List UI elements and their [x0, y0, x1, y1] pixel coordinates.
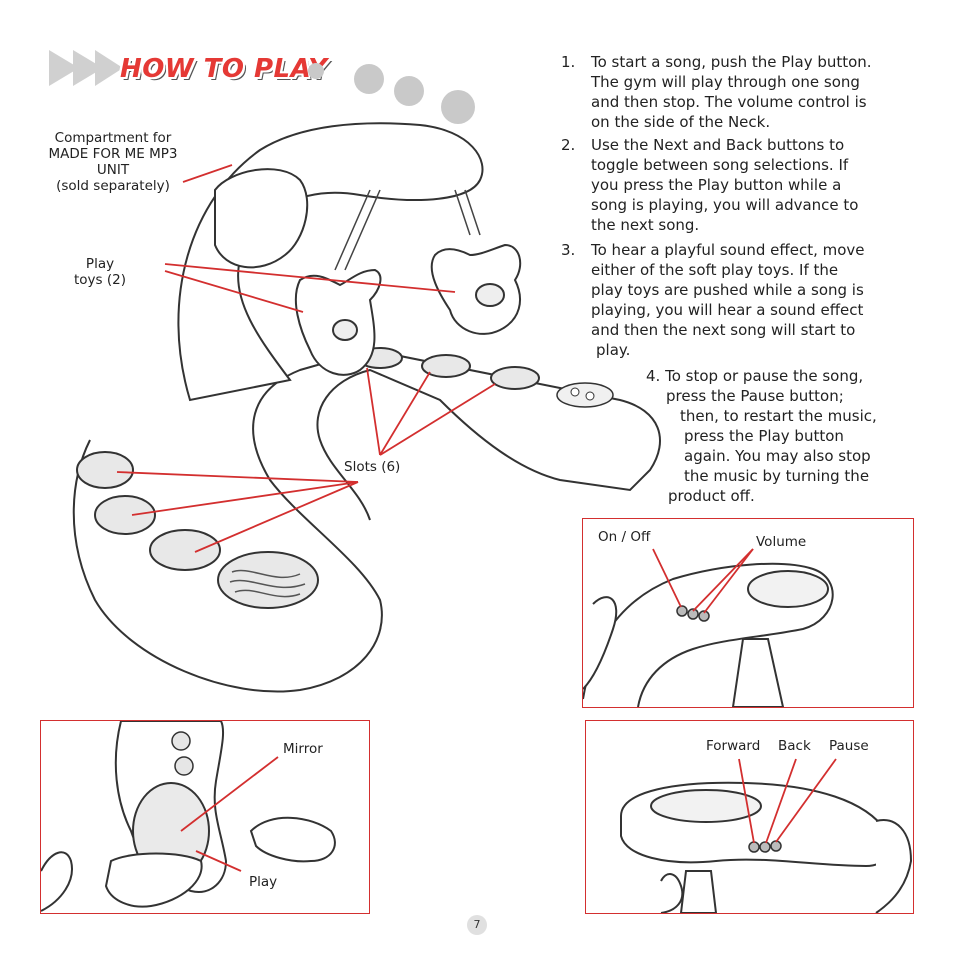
instruction-4: 4. To stop or pause the song, press the … — [646, 367, 877, 505]
arrow-icon — [49, 50, 123, 86]
detail-box-mirror-play: Mirror Play — [40, 720, 370, 914]
play-gym-illustration — [72, 122, 661, 693]
on-off-label: On / Off — [598, 529, 651, 545]
play-label: Play — [249, 874, 278, 890]
head-detail-illustration — [620, 758, 913, 913]
slots-callout: Slots (6) — [344, 459, 401, 475]
pause-label: Pause — [829, 738, 869, 754]
decorative-dot — [308, 63, 324, 79]
page-title: HOW TO PLAY — [120, 54, 328, 84]
page-number: 7 — [467, 915, 487, 935]
decorative-dot — [394, 76, 424, 106]
play-toys-callout: Play toys (2) — [74, 256, 126, 288]
mirror-label: Mirror — [283, 741, 323, 757]
neck-detail-illustration — [583, 548, 834, 707]
decorative-dot — [354, 64, 384, 94]
detail-box-forward-back-pause: Forward Back Pause — [585, 720, 914, 914]
instruction-3: 3. To hear a playful sound effect, move … — [561, 241, 865, 359]
mirror-detail-illustration — [41, 721, 336, 912]
back-label: Back — [778, 738, 811, 754]
instruction-2: 2. Use the Next and Back buttons to togg… — [561, 136, 859, 234]
forward-label: Forward — [706, 738, 761, 754]
detail-box-power-volume: On / Off Volume — [582, 518, 914, 708]
instruction-1: 1. To start a song, push the Play button… — [561, 53, 872, 131]
decorative-dot — [441, 90, 475, 124]
volume-label: Volume — [756, 534, 807, 550]
compartment-callout: Compartment for MADE FOR ME MP3 UNIT (so… — [48, 130, 178, 194]
